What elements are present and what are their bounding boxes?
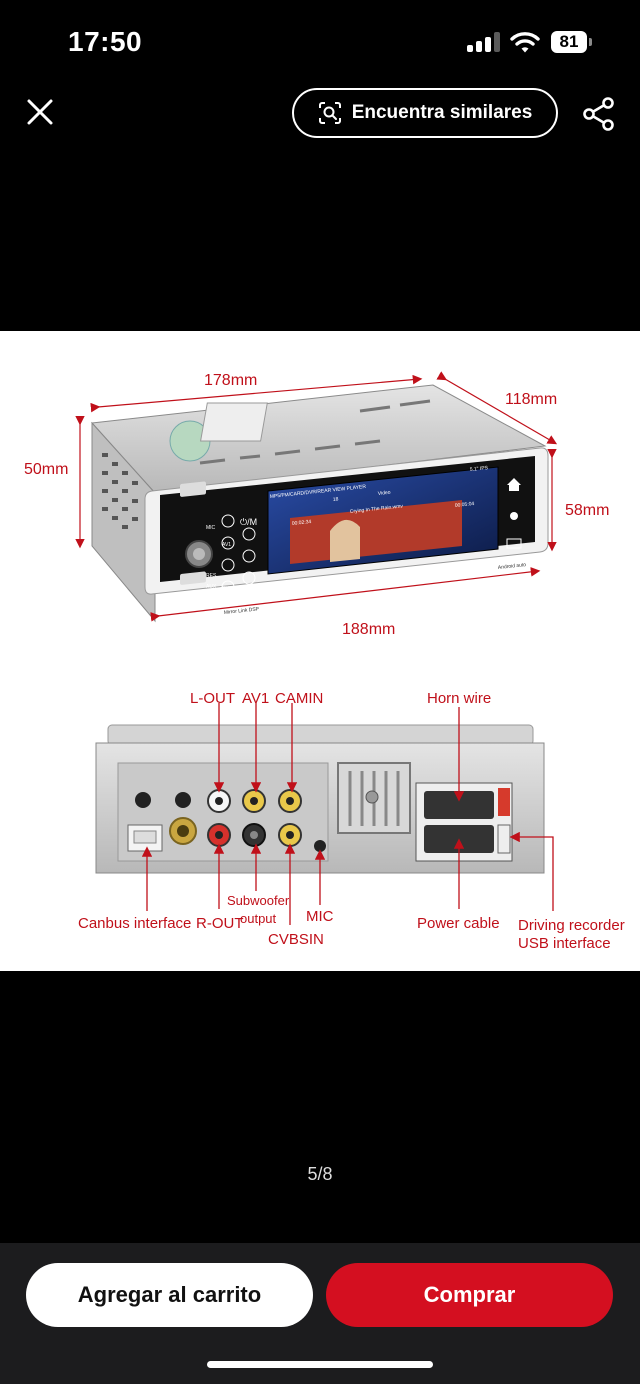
right-buttons	[506, 478, 522, 549]
elapsed-time: 00:02:34	[292, 519, 312, 527]
av1-button-label: AV1	[222, 542, 231, 548]
image-counter: 5/8	[307, 1164, 333, 1184]
rout-label: R-OUT	[196, 915, 244, 932]
width-label: 178mm	[204, 372, 257, 389]
driving-recorder-label-1: Driving recorder	[518, 917, 625, 934]
add-to-cart-button[interactable]: Agregar al carrito	[26, 1263, 313, 1327]
av1-label: AV1	[242, 690, 269, 707]
android-auto-label: Android auto	[498, 562, 527, 571]
front-width-label: 188mm	[342, 621, 395, 638]
add-to-cart-label: Agregar al carrito	[77, 1282, 262, 1307]
close-icon[interactable]	[24, 96, 56, 128]
wifi-icon	[510, 32, 540, 53]
height-left-label: 50mm	[24, 461, 68, 478]
find-similar-label: Encuentra similares	[351, 102, 533, 123]
driving-recorder-label-2: USB interface	[518, 935, 611, 952]
screen-size: 5.1" IPS	[470, 465, 489, 473]
power-mode-label: ⏻/M	[240, 517, 257, 527]
product-diagram: MIC RES AUX ⏻/M AV1 DVR MP5/FM/CARD/DVR/…	[24, 371, 625, 952]
home-indicator[interactable]	[207, 1361, 433, 1368]
height-right-label: 58mm	[565, 502, 609, 519]
cellular-signal-icon	[467, 32, 501, 52]
track-title: Crying In The Rain.wmv	[350, 503, 404, 515]
canbus-label: Canbus interface	[78, 915, 191, 932]
mic-label: MIC	[206, 525, 216, 531]
vent-holes	[102, 453, 138, 529]
total-time: 00:05:04	[455, 501, 475, 509]
product-image[interactable]: MIC RES AUX ⏻/M AV1 DVR MP5/FM/CARD/DVR/…	[0, 331, 640, 971]
buy-label: Comprar	[423, 1282, 516, 1307]
battery-icon: 81	[551, 31, 593, 53]
volume-value: 18	[333, 496, 339, 503]
subwoofer-label-2: output	[240, 911, 277, 926]
aux-label: AUX	[206, 584, 217, 590]
subwoofer-label-1: Subwoofer	[227, 893, 290, 908]
buy-button[interactable]: Comprar	[326, 1263, 613, 1327]
find-similar-button[interactable]: Encuentra similares	[292, 88, 558, 138]
horn-wire-label: Horn wire	[427, 690, 491, 707]
mic-port-label: MIC	[306, 908, 334, 925]
status-time: 17:50	[68, 26, 143, 57]
share-icon[interactable]	[582, 96, 616, 132]
lout-label: L-OUT	[190, 690, 235, 707]
res-label: RES	[206, 573, 217, 579]
camin-label: CAMIN	[275, 690, 323, 707]
dvr-button-label: DVR	[222, 586, 233, 592]
depth-label: 118mm	[505, 391, 557, 408]
battery-level: 81	[551, 31, 587, 53]
visual-search-icon	[318, 102, 341, 124]
status-bar: 17:50 81	[0, 0, 640, 84]
mode-label: Video	[378, 490, 391, 497]
power-cable-label: Power cable	[417, 915, 500, 932]
cvbsin-label: CVBSIN	[268, 931, 324, 948]
